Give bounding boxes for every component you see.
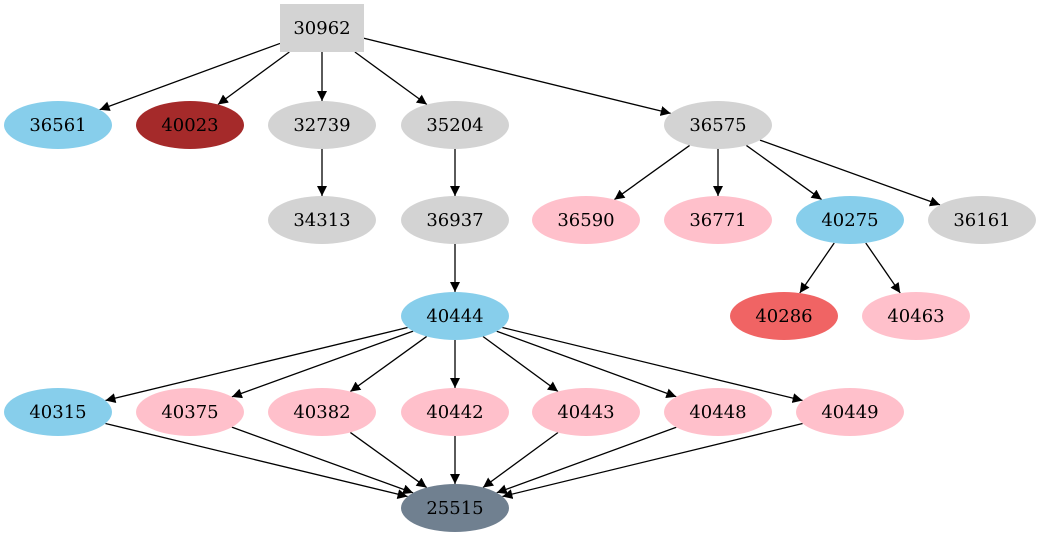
node-40315[interactable]: 40315 [4,388,112,436]
node-40448[interactable]: 40448 [664,388,772,436]
node-ellipse [928,196,1036,244]
node-40442[interactable]: 40442 [401,388,509,436]
node-40275[interactable]: 40275 [796,196,904,244]
edge-40444-to-40449 [502,326,803,403]
node-label: 40449 [821,402,878,423]
node-label: 36575 [689,115,746,136]
node-ellipse [796,388,904,436]
edge-40275-to-40286 [799,242,835,294]
edge-30962-to-36561 [99,42,281,111]
node-ellipse [664,101,772,149]
edge-40375-to-25515 [231,426,414,495]
edge-30962-to-36575 [363,37,671,116]
node-label: 35204 [426,115,483,136]
node-ellipse [532,196,640,244]
node-label: 40375 [161,402,218,423]
node-ellipse [730,292,838,340]
node-label: 40448 [689,402,746,423]
node-ellipse [796,196,904,244]
edge-36575-to-40275 [745,144,823,201]
edge-40444-to-40375 [231,330,414,399]
node-ellipse [4,388,112,436]
node-label: 36771 [689,210,746,231]
node-ellipse [532,388,640,436]
node-40444[interactable]: 40444 [401,292,509,340]
node-ellipse [664,388,772,436]
node-36161[interactable]: 36161 [928,196,1036,244]
node-label: 32739 [293,115,350,136]
edge-40449-to-25515 [502,422,803,499]
node-label: 25515 [426,498,483,519]
node-40375[interactable]: 40375 [136,388,244,436]
node-label: 36937 [426,210,483,231]
node-36575[interactable]: 36575 [664,101,772,149]
node-36937[interactable]: 36937 [401,196,509,244]
node-ellipse [401,101,509,149]
edge-40444-to-40315 [105,326,408,404]
node-36561[interactable]: 36561 [4,101,112,149]
node-25515[interactable]: 25515 [401,484,509,532]
node-ellipse [401,292,509,340]
node-label: 40382 [293,402,350,423]
node-label: 40443 [557,402,614,423]
node-ellipse [4,101,112,149]
node-label: 34313 [293,210,350,231]
node-40463[interactable]: 40463 [862,292,970,340]
edges-layer [99,37,941,500]
node-40286[interactable]: 40286 [730,292,838,340]
edge-40448-to-25515 [496,426,677,495]
node-label: 40444 [426,306,483,327]
node-ellipse [401,484,509,532]
node-ellipse [268,196,376,244]
node-label: 36561 [29,115,86,136]
edge-40444-to-40448 [496,330,677,399]
node-label: 40286 [755,306,812,327]
node-ellipse [401,388,509,436]
node-36771[interactable]: 36771 [664,196,772,244]
node-36590[interactable]: 36590 [532,196,640,244]
node-35204[interactable]: 35204 [401,101,509,149]
node-label: 40315 [29,402,86,423]
edge-40315-to-25515 [105,422,408,500]
node-label: 30962 [293,18,350,39]
node-32739[interactable]: 32739 [268,101,376,149]
nodes-layer: 30962 36561 40023 32739 35204 36575 34313 36937… [4,4,1036,532]
node-label: 40463 [887,306,944,327]
edge-40275-to-40463 [865,242,901,294]
node-label: 40275 [821,210,878,231]
edge-40443-to-25515 [482,431,559,489]
node-box [280,4,364,52]
node-40443[interactable]: 40443 [532,388,640,436]
edge-40382-to-25515 [349,431,428,489]
node-ellipse [268,388,376,436]
node-ellipse [268,101,376,149]
node-label: 36161 [953,210,1010,231]
node-40023[interactable]: 40023 [136,101,244,149]
node-ellipse [136,388,244,436]
edge-36575-to-36161 [759,139,941,207]
node-34313[interactable]: 34313 [268,196,376,244]
node-label: 40023 [161,115,218,136]
node-ellipse [664,196,772,244]
node-30962[interactable]: 30962 [280,4,364,52]
node-label: 40442 [426,402,483,423]
node-label: 36590 [557,210,614,231]
node-ellipse [136,101,244,149]
edge-40444-to-40382 [349,335,428,393]
node-ellipse [862,292,970,340]
edge-30962-to-35204 [354,51,428,106]
edge-30962-to-40023 [217,51,290,105]
node-ellipse [401,196,509,244]
edge-36575-to-36590 [613,144,691,201]
node-40382[interactable]: 40382 [268,388,376,436]
edge-40444-to-40443 [482,335,559,393]
node-40449[interactable]: 40449 [796,388,904,436]
